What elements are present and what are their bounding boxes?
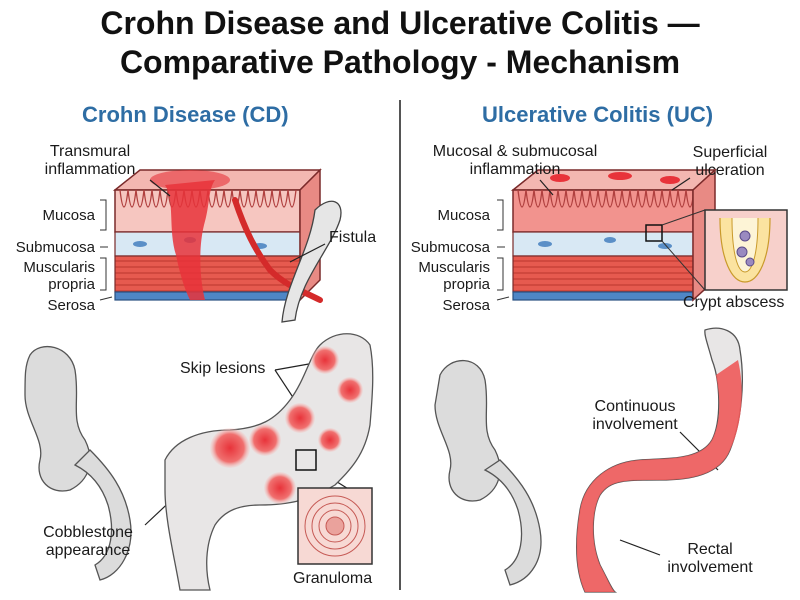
superficial-leader [671,177,691,191]
uc-heading: Ulcerative Colitis (UC) [482,102,714,127]
cobblestone-label-line-1: Cobblestone [43,524,133,541]
crohn-submucosa-label: Submucosa [15,239,95,256]
rectal-label-line-2: involvement [667,559,753,576]
granuloma-inset [297,487,373,565]
uc-muscularis-label: Muscularis [418,259,490,276]
continuous-label-line-1: Continuous [594,398,676,415]
diagram-title-line-1: Crohn Disease and Ulcerative Colitis — [100,5,700,41]
crohn-colon-gray [24,346,132,581]
crohn-muscularis-label: Muscularis [23,259,95,276]
superficial-label-line-1: Superficial [692,144,768,161]
granuloma-label: Granuloma [293,570,373,587]
uc-propria-label: propria [443,276,490,293]
crohn-layer-brackets [99,199,113,301]
uc-mucosa-label: Mucosa [437,207,490,224]
rectal-leader [619,539,661,556]
crypt-abscess-inset [661,209,788,291]
fistula-leader [289,243,326,263]
panel-divider [399,100,401,590]
crohn-heading: Crohn Disease (CD) [82,102,289,127]
fistula-label: Fistula [329,229,377,246]
crohn-mucosa-label: Mucosa [42,207,95,224]
uc-colon-main [576,327,743,593]
transmural-label-line-1: Transmural [49,143,131,160]
uc-serosa-label: Serosa [442,297,490,314]
fistula-bowel-loop [281,200,342,323]
diagram-title-line-2: Comparative Pathology - Mechanism [119,44,681,80]
skip-lesions-label: Skip lesions [180,360,266,377]
mucosal-label-line-2: inflammation [469,161,561,178]
crohn-tissue-block [112,168,323,303]
superficial-label-line-2: ulceration [695,162,765,179]
transmural-leader [149,179,171,197]
crypt-abscess-label: Crypt abscess [683,294,785,311]
uc-tissue-block [510,168,717,302]
mucosal-label-line-1: Mucosal & submucosal [432,143,598,160]
mucosal-leader [539,179,554,196]
uc-colon-gray [434,359,542,586]
crohn-propria-label: propria [48,276,95,293]
uc-submucosa-label: Submucosa [410,239,490,256]
crohn-colon-main [164,333,374,591]
continuous-label-line-2: involvement [592,416,678,433]
rectal-label-line-1: Rectal [687,541,733,558]
transmural-label-line-2: inflammation [44,161,136,178]
uc-layer-brackets [496,199,510,301]
crohn-serosa-label: Serosa [47,297,95,314]
cobblestone-label-line-2: appearance [45,542,131,559]
